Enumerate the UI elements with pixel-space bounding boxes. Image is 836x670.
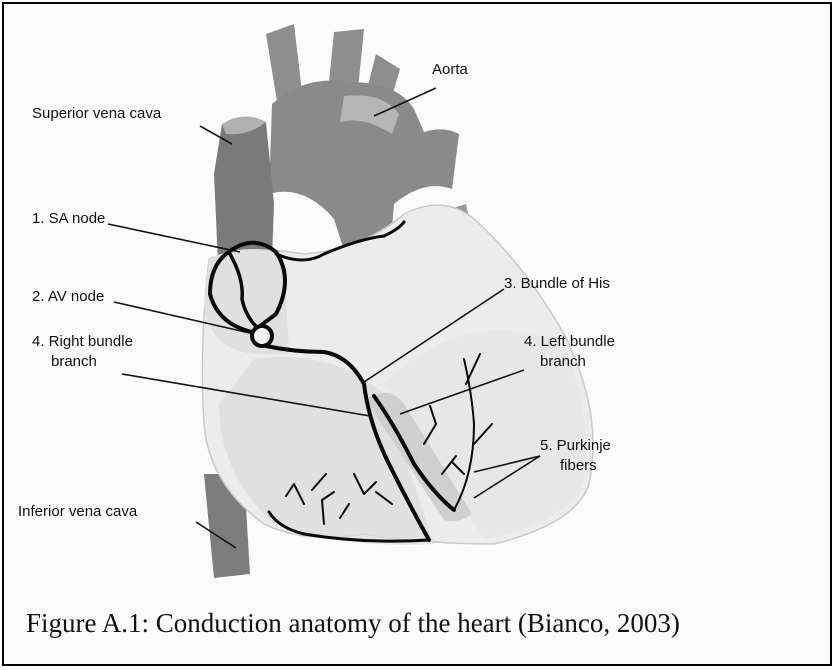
label-right-bundle-branch-line2: branch	[51, 352, 97, 371]
superior-vena-cava	[214, 118, 274, 262]
label-inferior-vena-cava: Inferior vena cava	[18, 502, 137, 521]
label-bundle-of-his: 3. Bundle of His	[504, 274, 610, 293]
av-node	[252, 326, 272, 346]
label-left-bundle-branch-line2: branch	[540, 352, 586, 371]
label-superior-vena-cava: Superior vena cava	[32, 104, 161, 123]
label-aorta: Aorta	[432, 60, 468, 79]
label-right-bundle-branch-line1: 4. Right bundle	[32, 332, 133, 351]
label-left-bundle-branch-line1: 4. Left bundle	[524, 332, 615, 351]
label-purkinje-line2: fibers	[560, 456, 597, 475]
figure-caption: Figure A.1: Conduction anatomy of the he…	[26, 608, 680, 639]
label-purkinje-line1: 5. Purkinje	[540, 436, 611, 455]
label-sa-node: 1. SA node	[32, 209, 105, 228]
label-av-node: 2. AV node	[32, 287, 104, 306]
